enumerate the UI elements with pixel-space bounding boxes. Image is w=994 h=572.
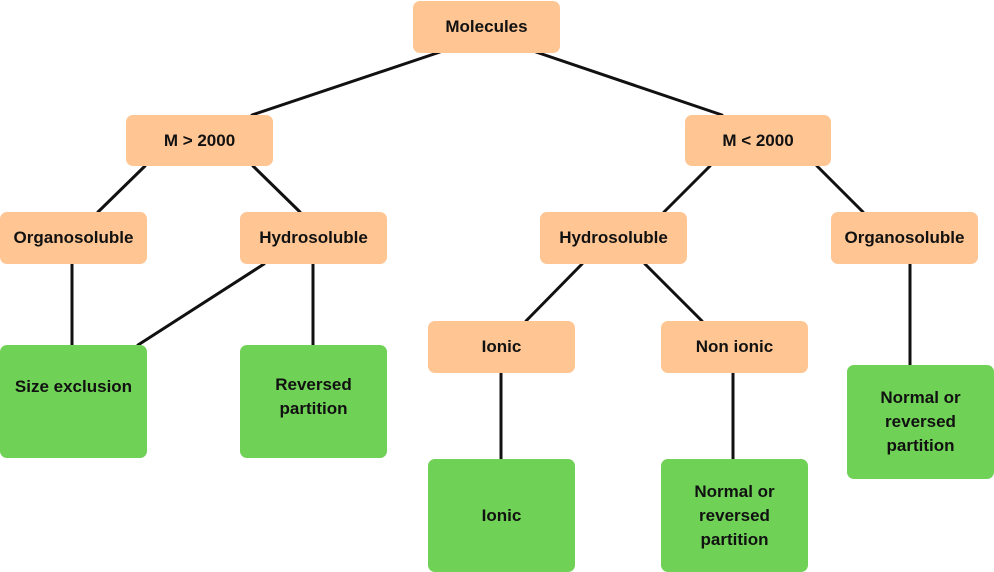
edge-mlt-hydro bbox=[662, 164, 712, 214]
node-normal-reversed-right: Normal or reversed partition bbox=[847, 365, 994, 479]
node-m-greater-2000: M > 2000 bbox=[126, 115, 273, 166]
node-ionic-result: Ionic bbox=[428, 459, 575, 572]
edge-mgt-organo bbox=[96, 164, 147, 214]
node-molecules: Molecules bbox=[413, 1, 560, 53]
node-right-organosoluble: Organosoluble bbox=[831, 212, 978, 264]
node-m-less-2000: M < 2000 bbox=[685, 115, 831, 166]
edge-right-hydro-nonionic bbox=[643, 262, 704, 323]
edge-mlt-organo bbox=[815, 164, 865, 214]
node-reversed-partition: Reversed partition bbox=[240, 345, 387, 458]
node-size-exclusion: Size exclusion bbox=[0, 345, 147, 458]
edge-molecules-mgt bbox=[250, 50, 442, 117]
edge-left-hydro-size bbox=[136, 262, 266, 347]
node-left-hydrosoluble: Hydrosoluble bbox=[240, 212, 387, 264]
edge-molecules-mlt bbox=[534, 50, 724, 117]
node-left-organosoluble: Organosoluble bbox=[0, 212, 147, 264]
edge-right-hydro-ionic bbox=[524, 262, 584, 323]
node-non-ionic: Non ionic bbox=[661, 321, 808, 373]
node-right-hydrosoluble: Hydrosoluble bbox=[540, 212, 687, 264]
node-normal-reversed-center: Normal or reversed partition bbox=[661, 459, 808, 572]
edge-mgt-hydro bbox=[251, 164, 302, 214]
node-ionic: Ionic bbox=[428, 321, 575, 373]
